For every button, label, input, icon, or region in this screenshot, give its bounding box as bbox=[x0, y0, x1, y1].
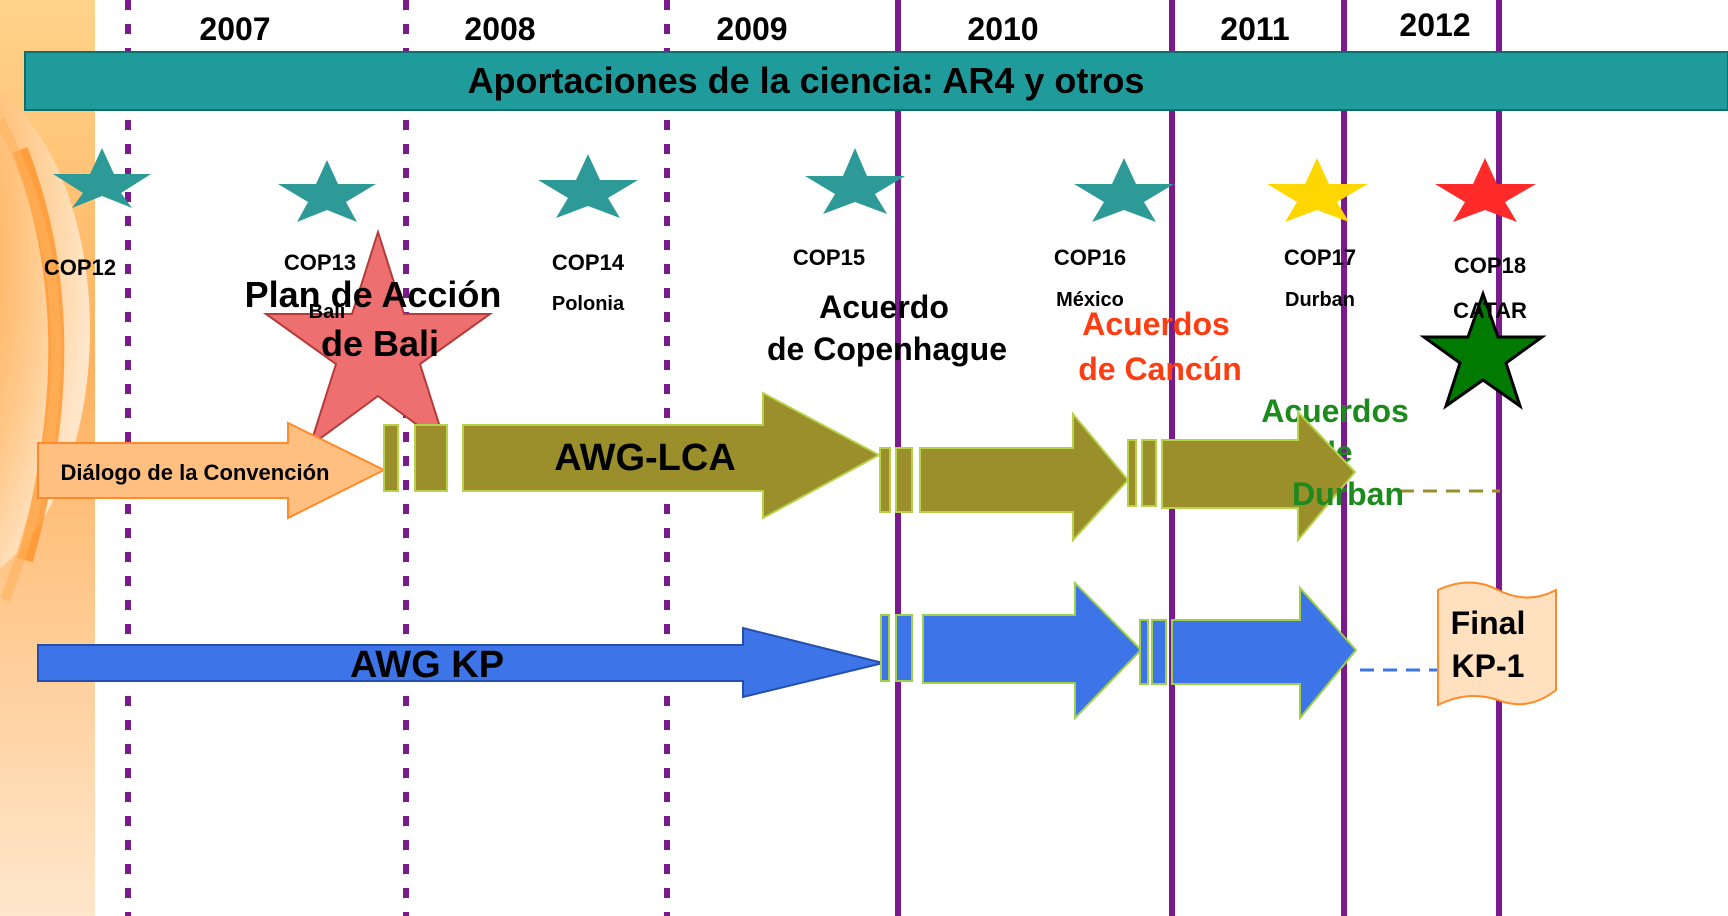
cop-name: COP12 bbox=[44, 255, 116, 280]
cop-name: COP17 bbox=[1284, 245, 1356, 270]
cop15-star-icon bbox=[805, 148, 905, 214]
awg-lca-arrow-3 bbox=[1161, 409, 1357, 543]
awg-kp-arrow-1 bbox=[37, 626, 884, 699]
cancun-outcome-line1: Acuerdos bbox=[1082, 306, 1230, 342]
awg-lca-arrow-1 bbox=[462, 391, 882, 520]
dialogo-track: Diálogo de la Convención bbox=[37, 421, 387, 520]
cop-place: Durban bbox=[1285, 289, 1355, 311]
final-kp1-box: Final KP-1 bbox=[1437, 581, 1557, 707]
durban-outcome-line3: Durban bbox=[1292, 476, 1404, 512]
cop-name: COP15 bbox=[793, 245, 865, 270]
dialogo-arrow bbox=[37, 421, 387, 520]
cancun-outcome-line2: de Cancún bbox=[1078, 351, 1242, 387]
outcome-labels: Plan de Acción de Bali Acuerdo de Copenh… bbox=[245, 274, 1409, 469]
cop-place: Polonia bbox=[552, 293, 625, 315]
copenhague-outcome-line1: Acuerdo bbox=[819, 289, 949, 325]
year-label: 2011 bbox=[1220, 11, 1289, 47]
cop-name: COP16 bbox=[1054, 245, 1126, 270]
awg-kp-track: AWG KP bbox=[37, 580, 1438, 721]
cop-name: COP18 bbox=[1454, 253, 1526, 278]
cop18-star-icon bbox=[1435, 158, 1536, 222]
awg-lca-arrow-2 bbox=[919, 411, 1130, 543]
awg-kp-arrow-3 bbox=[1171, 585, 1358, 721]
cop-stars bbox=[53, 148, 1536, 222]
durban-outcome-star-icon bbox=[1419, 289, 1547, 410]
bali-outcome-line1: Plan de Acción bbox=[245, 274, 502, 315]
year-label: 2007 bbox=[199, 11, 270, 47]
banner-title: Aportaciones de la ciencia: AR4 y otros bbox=[468, 60, 1145, 101]
bali-outcome-star-icon bbox=[262, 228, 494, 449]
bali-outcome-line2: de Bali bbox=[321, 323, 439, 364]
year-labels: 2007 2008 2009 2010 2011 2012 bbox=[199, 7, 1470, 47]
cop16-star-icon bbox=[1074, 158, 1174, 222]
cop-place: Bali bbox=[309, 301, 346, 323]
final-line1: Final bbox=[1451, 605, 1526, 641]
copenhague-outcome-line2: de Copenhague bbox=[767, 331, 1007, 367]
durban-outcome-line1: Acuerdos bbox=[1261, 393, 1409, 429]
cop-name: COP13 bbox=[284, 250, 356, 275]
year-label: 2012 bbox=[1399, 7, 1470, 43]
cop12-star-icon bbox=[53, 148, 151, 208]
awg-kp-arrow-2 bbox=[922, 580, 1143, 721]
year-label: 2009 bbox=[716, 11, 787, 47]
cop14-star-icon bbox=[538, 154, 638, 218]
awg-lca-label: AWG-LCA bbox=[554, 437, 736, 479]
cop-name: COP14 bbox=[552, 250, 625, 275]
final-line2: KP-1 bbox=[1452, 648, 1525, 684]
cop17-star-icon bbox=[1267, 158, 1368, 222]
year-label: 2008 bbox=[464, 11, 535, 47]
awg-kp-label: AWG KP bbox=[350, 644, 504, 686]
year-label: 2010 bbox=[967, 11, 1038, 47]
dialogo-label: Diálogo de la Convención bbox=[61, 460, 330, 485]
science-banner: Aportaciones de la ciencia: AR4 y otros bbox=[24, 51, 1728, 111]
awg-lca-track: AWG-LCA bbox=[383, 391, 1500, 543]
cop-labels: COP12 COP13 Bali COP14 Polonia COP15 COP… bbox=[44, 245, 1527, 323]
cop13-star-icon bbox=[278, 160, 376, 222]
cop-place: México bbox=[1056, 289, 1124, 311]
cop-place: CATAR bbox=[1453, 298, 1527, 323]
